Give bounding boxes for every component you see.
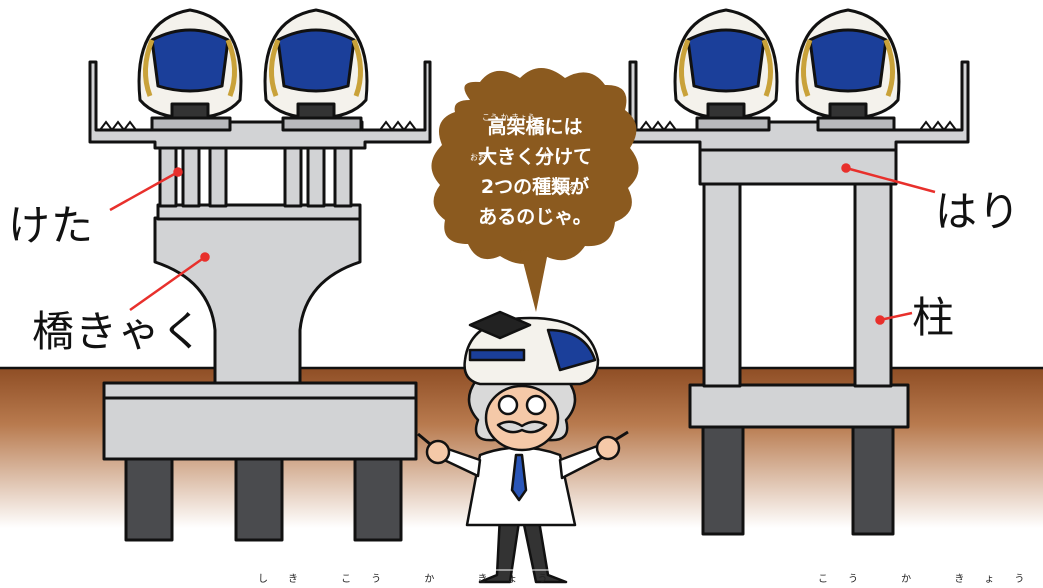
bubble-line: あるのじゃ。 <box>478 206 592 228</box>
pile <box>353 453 403 542</box>
bubble-line: 大きく分けて <box>477 146 592 168</box>
speech-bubble <box>431 68 639 312</box>
ruby-oo: おお <box>470 153 486 162</box>
speech-bubble-text: 高架橋には 大きく分けて 2つの種類が あるのじゃ。 <box>445 112 625 232</box>
ruby-shurui: しゅるい <box>552 183 584 192</box>
train-front <box>137 8 901 120</box>
pile <box>851 422 895 536</box>
pile <box>701 422 745 536</box>
train-front-icon <box>795 8 901 120</box>
bottom-ruby-left: しき こう か きょう <box>258 574 568 585</box>
train-front-icon <box>263 8 369 120</box>
label-keta: けた <box>8 201 95 250</box>
train-front-icon <box>673 8 779 120</box>
right-viaduct <box>628 60 970 536</box>
bottom-ruby-right: こう か きょう <box>818 574 1043 585</box>
pile <box>124 453 174 542</box>
ruby-wa: わ <box>543 151 551 160</box>
footing <box>102 381 418 461</box>
column <box>702 180 742 388</box>
bubble-line: 高架橋には <box>487 116 583 138</box>
ruby-kouka: こう か きょう <box>482 113 536 122</box>
train-front-icon <box>137 8 243 120</box>
column <box>853 180 893 388</box>
leader-lines <box>109 163 936 325</box>
label-kyakyaku: 橋きゃく <box>32 307 205 356</box>
professor-character <box>417 310 629 584</box>
bubble-line: 2つの種類が <box>480 176 590 198</box>
beam <box>698 148 898 186</box>
label-hari: はり <box>935 187 1022 236</box>
pile <box>234 453 284 542</box>
footing <box>688 383 910 429</box>
label-hashira: 柱 <box>912 293 956 342</box>
